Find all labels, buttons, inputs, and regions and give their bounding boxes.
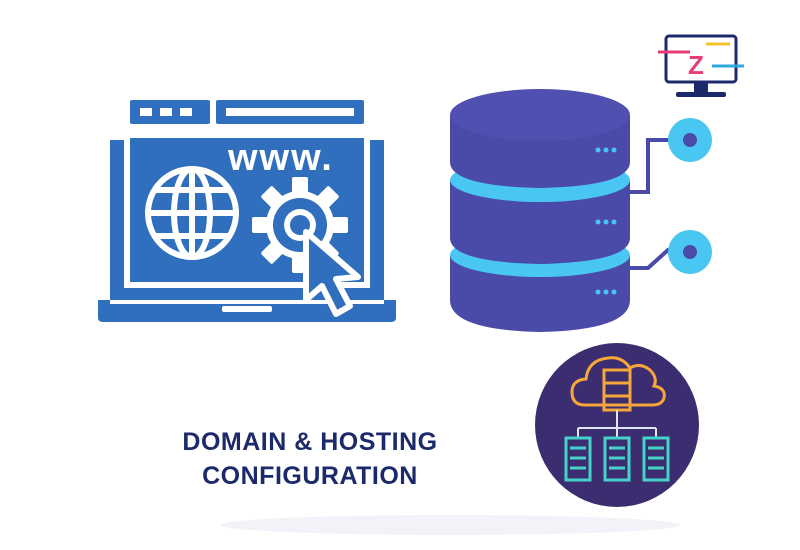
caption-line-1: DOMAIN & HOSTING: [182, 428, 438, 456]
cloud-shape: [570, 356, 666, 407]
db-disk-middle: [450, 180, 630, 264]
database-icon: [450, 89, 712, 332]
brand-logo: Z: [658, 34, 744, 97]
laptop-hinge: [110, 300, 384, 304]
cursor-icon: [303, 229, 361, 317]
www-label: www.: [227, 137, 334, 179]
browser-dot-2: [160, 108, 172, 116]
laptop-browser-icon: www.: [98, 100, 396, 322]
ground-shadow: [220, 515, 680, 535]
browser-dot-1: [140, 108, 152, 116]
laptop-notch: [222, 306, 272, 312]
globe-icon: [145, 166, 239, 260]
db-connector-top: [628, 138, 680, 194]
db-indicator-dots: [595, 147, 617, 295]
db-disk-bottom: [450, 255, 630, 332]
browser-address-line: [226, 108, 354, 116]
page-caption: DOMAIN & HOSTING CONFIGURATION: [120, 425, 500, 493]
db-top-cap: [450, 89, 630, 141]
cloud-network-lines: [577, 410, 657, 438]
caption-line-2: CONFIGURATION: [202, 462, 418, 490]
cloud-servers-row: [564, 436, 670, 482]
logo-letter: Z: [688, 50, 704, 80]
cloud-hosting-icon: [535, 343, 699, 507]
browser-dot-3: [180, 108, 192, 116]
